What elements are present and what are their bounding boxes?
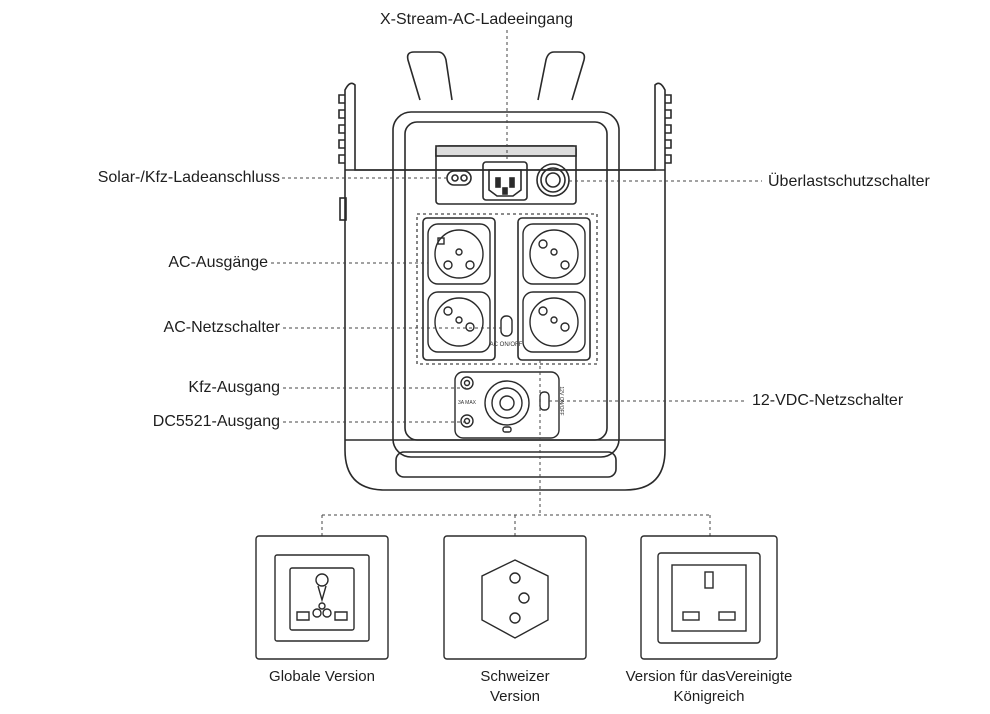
left-ribs [338,94,345,164]
uk-version-box [640,535,778,660]
label-ac-outputs: AC-Ausgänge [168,254,268,271]
dc-onoff-button [539,391,550,411]
global-version-box [255,535,389,660]
label-vdc-switch: 12-VDC-Netzschalter [752,392,904,409]
front-panel [392,111,620,458]
caption-uk: Version für dasVereinigte Königreich [625,668,793,705]
ac-outlet-1 [427,223,491,285]
car-output-port [460,376,474,390]
dc-max-text: 3A MAX [458,400,477,406]
label-dc5521: DC5521-Ausgang [152,413,280,430]
swiss-version-box [443,535,587,660]
ac-onoff-text: AC ON/OFF [490,342,523,348]
right-ribs [665,94,672,164]
label-ac-switch: AC-Netzschalter [163,319,280,336]
ac-outlet-4 [522,291,586,353]
label-overload: Überlastschutzschalter [768,173,930,190]
dc5521-port [460,414,474,428]
ac-outlet-2 [427,291,491,353]
label-car-output: Kfz-Ausgang [188,379,280,396]
label-solar-port: Solar-/Kfz-Ladeanschluss [97,169,280,186]
device-body [344,82,666,491]
label-ac-input: X-Stream-AC-Ladeeingang [380,11,573,28]
ac-inlet [482,161,528,201]
caption-global: Globale Version [269,668,375,685]
ac-outlet-3 [522,223,586,285]
ac-onoff-button [500,315,513,337]
left-handle [406,51,453,101]
car-socket [484,380,530,426]
overload-breaker [536,163,570,197]
dc-onoff-text: 12V ON/OFF [558,386,564,415]
caption-swiss: Schweizer Version [480,668,550,705]
right-handle [537,51,586,101]
